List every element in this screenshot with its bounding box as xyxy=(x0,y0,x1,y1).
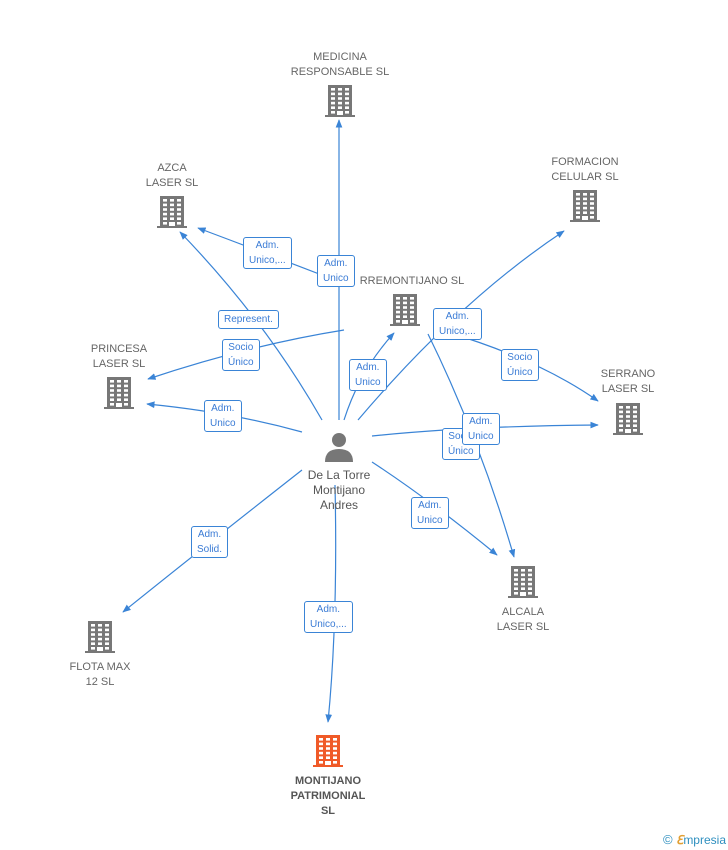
relation-label-r8[interactable]: Adm. Unico xyxy=(204,400,242,432)
company-label-alcala[interactable]: ALCALA LASER SL xyxy=(497,605,550,635)
company-label-line: PRINCESA xyxy=(90,343,148,355)
company-label-line: 12 SL xyxy=(85,676,115,688)
relation-label-line: Único xyxy=(507,367,533,378)
relation-label-line: Unico,... xyxy=(439,326,476,337)
relation-label-r3[interactable]: Represent. xyxy=(218,310,279,329)
relation-label-line: Adm. xyxy=(418,500,442,511)
company-label-formacion[interactable]: FORMACION CELULAR SL xyxy=(551,155,618,185)
relation-label-line: Socio xyxy=(507,352,533,363)
company-label-line: LASER SL xyxy=(601,383,655,395)
relation-label-r10[interactable]: Adm. Unico xyxy=(462,413,500,445)
company-building-icon-montijano[interactable] xyxy=(313,735,343,767)
relation-label-r1[interactable]: Adm. Unico,... xyxy=(243,237,292,269)
relation-label-line: Adm. xyxy=(445,311,470,322)
relation-label-r2[interactable]: Adm. Unico xyxy=(317,255,355,287)
relation-label-r12[interactable]: Adm. Solid. xyxy=(191,526,229,558)
company-label-line: LASER SL xyxy=(496,621,550,633)
relation-label-line: Adm. xyxy=(255,240,280,251)
company-label-line: MONTIJANO xyxy=(295,775,361,787)
company-building-icon-medicina[interactable] xyxy=(325,85,355,117)
person-name-line: Andres xyxy=(319,498,359,512)
company-label-line: RESPONSABLE SL xyxy=(290,66,390,78)
relation-label-r7[interactable]: Adm. Unico xyxy=(349,359,387,391)
company-label-line: LASER SL xyxy=(92,358,146,370)
relation-label-r5[interactable]: Adm. Unico,... xyxy=(433,308,482,340)
relation-label-line: Adm. xyxy=(197,529,222,540)
company-label-medicina[interactable]: MEDICINA RESPONSABLE SL xyxy=(291,50,389,80)
company-building-icon-princesa[interactable] xyxy=(104,377,134,409)
company-label-line: PATRIMONIAL xyxy=(290,790,366,802)
relation-label-r13[interactable]: Adm. Unico,... xyxy=(304,601,353,633)
company-label-line: ALCALA xyxy=(501,606,545,618)
relation-label-line: Adm. xyxy=(324,258,348,269)
company-building-icon-azca[interactable] xyxy=(157,196,187,228)
brand-name: mpresia xyxy=(683,833,726,847)
relation-label-line: Unico xyxy=(210,418,236,429)
company-building-icon-formacion[interactable] xyxy=(570,190,600,222)
person-name-line: Montijano xyxy=(312,483,366,497)
person-icon[interactable] xyxy=(325,433,353,462)
company-label-line: FORMACION xyxy=(551,156,619,168)
relation-label-line: Socio xyxy=(448,431,474,442)
company-label-line: SL xyxy=(320,805,336,817)
relation-label-line: Represent. xyxy=(224,314,273,325)
relation-label-line: Unico xyxy=(355,377,381,388)
company-building-icon-serrano[interactable] xyxy=(613,403,643,435)
relation-label-line: Unico xyxy=(323,273,349,284)
person-name-line: De La Torre xyxy=(307,468,371,482)
relation-label-line: Unico xyxy=(417,515,443,526)
company-label-line: MEDICINA xyxy=(313,51,367,63)
relation-label-line: Solid. xyxy=(197,544,223,555)
company-label-torremontijano[interactable]: RREMONTIJANO SL xyxy=(360,274,465,289)
relation-label-r11[interactable]: Adm. Unico xyxy=(411,497,449,529)
relation-label-line: Adm. xyxy=(316,604,341,615)
company-building-icon-alcala[interactable] xyxy=(508,566,538,598)
relation-label-line: Socio xyxy=(228,342,254,353)
company-label-line: CELULAR SL xyxy=(551,171,619,183)
relation-label-line: Unico xyxy=(468,431,494,442)
company-label-line: AZCA xyxy=(157,162,187,174)
relation-label-line: Único xyxy=(228,357,254,368)
company-label-montijano[interactable]: MONTIJANO PATRIMONIAL SL xyxy=(291,774,366,819)
company-building-icon-flota[interactable] xyxy=(85,621,115,653)
empresia-brand: © ℇmpresia xyxy=(663,832,726,847)
brand-initial: ℇ xyxy=(675,833,684,847)
company-label-line: FLOTA MAX xyxy=(69,661,131,673)
company-label-princesa[interactable]: PRINCESA LASER SL xyxy=(91,342,147,372)
relation-label-line: Adm. xyxy=(469,416,493,427)
company-building-icon-torremontijano[interactable] xyxy=(390,294,420,326)
company-label-azca[interactable]: AZCA LASER SL xyxy=(146,161,199,191)
company-label-flota[interactable]: FLOTA MAX 12 SL xyxy=(70,660,131,690)
company-label-line: RREMONTIJANO SL xyxy=(359,275,465,287)
relation-label-line: Unico,... xyxy=(310,619,347,630)
relation-label-line: Unico,... xyxy=(249,255,286,266)
relation-label-line: Único xyxy=(448,446,474,457)
relation-label-line: Adm. xyxy=(211,403,235,414)
relation-label-line: Adm. xyxy=(356,362,380,373)
company-label-line: LASER SL xyxy=(145,177,199,189)
company-label-line: SERRANO xyxy=(600,368,656,380)
copyright-symbol: © xyxy=(663,832,673,847)
company-label-serrano[interactable]: SERRANO LASER SL xyxy=(601,367,655,397)
